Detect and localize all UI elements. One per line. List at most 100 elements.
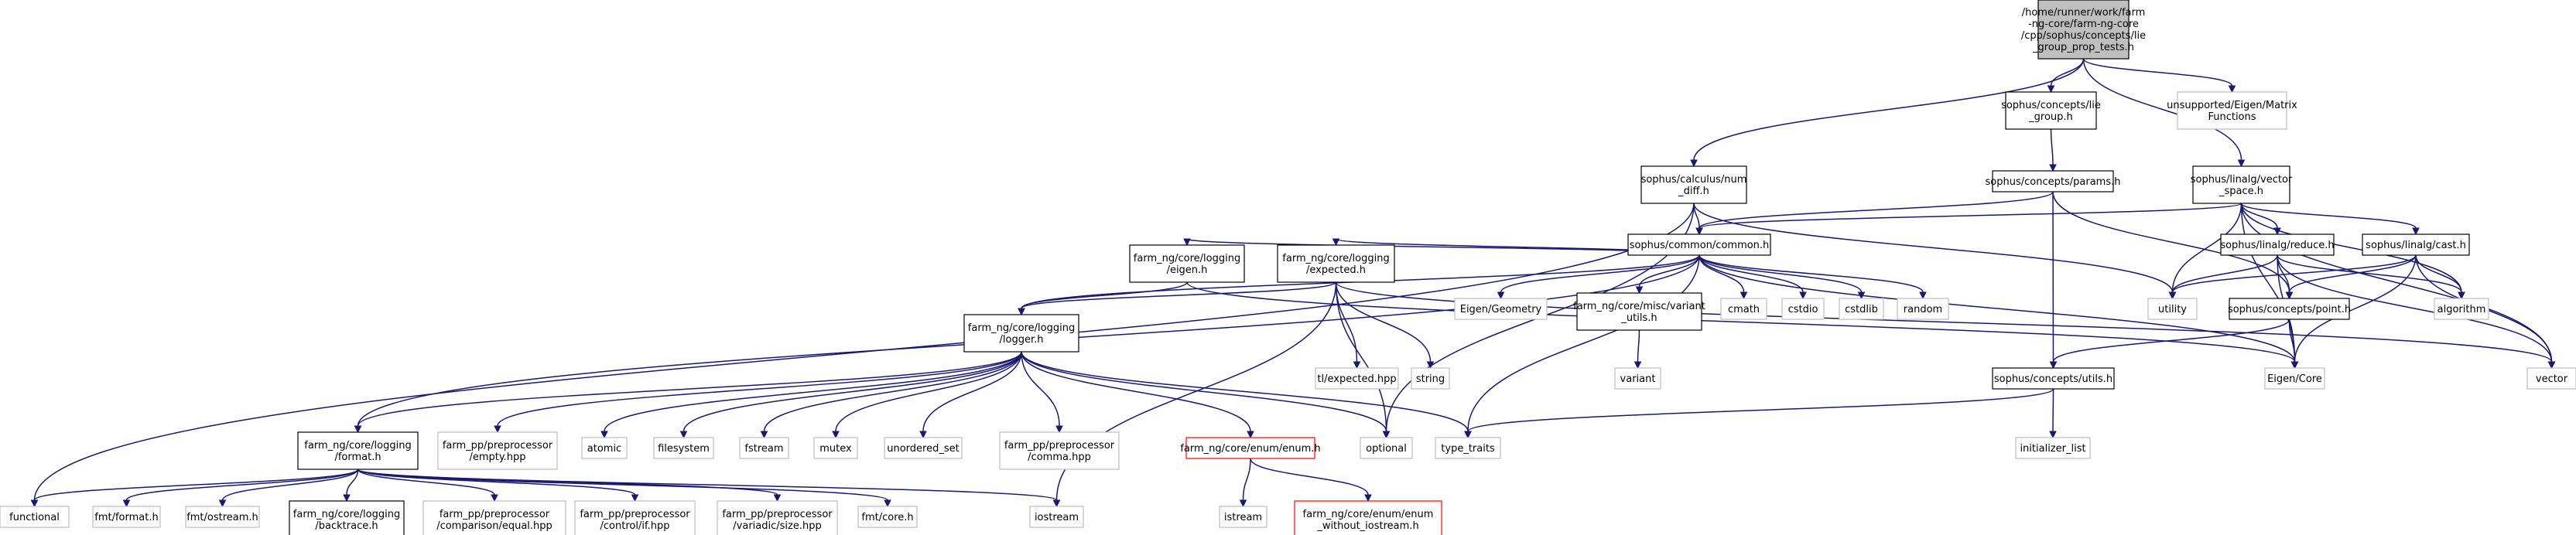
node-box <box>1992 367 2115 390</box>
edge-main-to-vector_space <box>2082 58 2246 168</box>
node-box <box>2264 367 2325 390</box>
node-label: _group.h <box>2028 111 2073 123</box>
node-utility: utility <box>2147 298 2198 320</box>
node-label: sophus/concepts/point.h <box>2228 304 2351 315</box>
edge-line <box>33 469 359 501</box>
edge-arrowhead <box>1740 291 1748 300</box>
node-box <box>574 500 696 535</box>
node-label: Eigen/Geometry <box>1460 304 1542 315</box>
edge-arrowhead <box>2049 164 2057 172</box>
node-log-eigen[interactable]: farm_ng/core/logging/eigen.h <box>1129 244 1245 283</box>
edge-format-to-iostream <box>357 469 1061 508</box>
edge-arrowhead <box>2049 431 2057 439</box>
node-label: _group_prop_tests.h <box>2032 42 2134 53</box>
node-logger[interactable]: farm_ng/core/logging/logger.h <box>963 314 1079 353</box>
node-box <box>1411 367 1450 390</box>
node-box <box>1614 367 1661 390</box>
node-common[interactable]: sophus/common/common.h <box>1627 233 1771 256</box>
node-vector: vector <box>2526 367 2576 390</box>
edge-arrowhead <box>631 494 639 503</box>
edge-arrowhead <box>1690 159 1698 168</box>
node-backtrace[interactable]: farm_ng/core/logging/backtrace.h <box>289 500 405 535</box>
edge-line <box>835 351 1022 432</box>
edge-arrowhead <box>1426 361 1435 370</box>
node-label: farm_ng/core/logging <box>968 322 1075 334</box>
edge-line <box>1638 254 1700 288</box>
edge-main-to-num_diff <box>1690 58 2085 168</box>
node-box <box>2434 298 2489 320</box>
edge-arrowhead <box>491 494 498 503</box>
node-params[interactable]: sophus/concepts/params.h <box>1986 170 2121 193</box>
edge-arrowhead <box>760 431 768 439</box>
node-enum-h[interactable]: farm_ng/core/enum/enum.h <box>1180 437 1321 459</box>
node-format[interactable]: farm_ng/core/logging/format.h <box>297 431 419 470</box>
node-label: /expected.h <box>1306 264 1366 276</box>
edge-expected-to-string <box>1335 281 1435 370</box>
node-cast[interactable]: sophus/linalg/cast.h <box>2362 233 2470 256</box>
node-cstdlib: cstdlib <box>1839 298 1884 320</box>
node-label: farm_ng/core/logging <box>1282 253 1389 264</box>
node-label: farm_ng/core/logging <box>1134 253 1240 264</box>
node-label: istream <box>1224 512 1262 523</box>
node-label: unsupported/Eigen/Matrix <box>2167 100 2297 111</box>
node-utils[interactable]: sophus/concepts/utils.h <box>1992 367 2115 390</box>
edge-format-to-fmt_core <box>357 469 891 508</box>
node-variant: variant <box>1614 367 1661 390</box>
edge-arrowhead <box>1055 425 1063 434</box>
edge-logger-to-atomic <box>600 351 1022 439</box>
node-box <box>963 314 1079 353</box>
node-variant-utils[interactable]: farm_ng/core/misc/variant_utils.h <box>1573 292 1705 331</box>
node-label: farm_pp/preprocessor <box>440 509 550 520</box>
node-lie-group[interactable]: sophus/concepts/lie_group.h <box>2001 91 2101 130</box>
edge-point-to-utils <box>2049 319 2290 370</box>
node-label: /empty.hpp <box>469 452 525 463</box>
node-num-diff[interactable]: sophus/calculus/num_diff.h <box>1640 165 1747 204</box>
node-label: type_traits <box>1441 443 1495 455</box>
node-label: farm_pp/preprocessor <box>443 440 553 452</box>
node-reduce[interactable]: sophus/linalg/reduce.h <box>2220 233 2335 256</box>
node-box <box>437 431 558 470</box>
node-fstream: fstream <box>739 437 789 459</box>
node-label: sophus/common/common.h <box>1630 240 1770 251</box>
node-box <box>1640 165 1747 204</box>
node-vector-space[interactable]: sophus/linalg/vector_space.h <box>2191 165 2293 204</box>
edge-arrowhead <box>218 499 227 508</box>
node-box <box>2037 0 2130 60</box>
edge-variant_utils-to-variant <box>1634 329 1642 370</box>
node-expected[interactable]: farm_ng/core/logging/expected.h <box>1277 244 1395 283</box>
edge-line <box>1637 329 1640 363</box>
edge-params-to-utils <box>2049 191 2058 370</box>
node-point[interactable]: sophus/concepts/point.h <box>2228 298 2351 320</box>
edge-line <box>2082 58 2233 87</box>
edge-line <box>1699 254 1863 293</box>
node-label: _without_iostream.h <box>1316 520 1418 532</box>
edge-line <box>1242 458 1251 501</box>
edge-arrowhead <box>2285 291 2294 300</box>
edge-line <box>357 469 888 501</box>
edge-line <box>1467 388 2054 432</box>
edge-line <box>1699 254 1924 293</box>
node-enum-wo[interactable]: farm_ng/core/enum/enum_without_iostream.… <box>1294 500 1442 535</box>
node-iostream: iostream <box>1029 506 1084 528</box>
node-box <box>857 506 918 528</box>
edge-line <box>357 469 1058 501</box>
node-label: _diff.h <box>1678 186 1709 197</box>
edge-arrowhead <box>919 431 927 439</box>
node-label: optional <box>1366 443 1407 455</box>
node-atomic: atomic <box>581 437 628 459</box>
edge-arrowhead <box>1018 308 1025 316</box>
edge-arrowhead <box>354 425 362 434</box>
node-label: sophus/linalg/cast.h <box>2366 240 2466 251</box>
edge-arrowhead <box>1239 499 1247 508</box>
edge-params-to-common <box>1695 191 2054 236</box>
node-label: sophus/linalg/vector <box>2191 174 2293 186</box>
node-label: sophus/concepts/params.h <box>1986 176 2121 188</box>
node-box <box>653 437 714 459</box>
node-label: sophus/calculus/num <box>1641 174 1747 186</box>
node-label: farm_ng/core/enum/enum <box>1303 509 1434 520</box>
edge-cast-to-algorithm <box>2415 254 2465 300</box>
node-label: initializer_list <box>2020 443 2085 455</box>
edge-utils-to-type_traits <box>1464 388 2054 439</box>
edge-arrowhead <box>1799 291 1807 300</box>
